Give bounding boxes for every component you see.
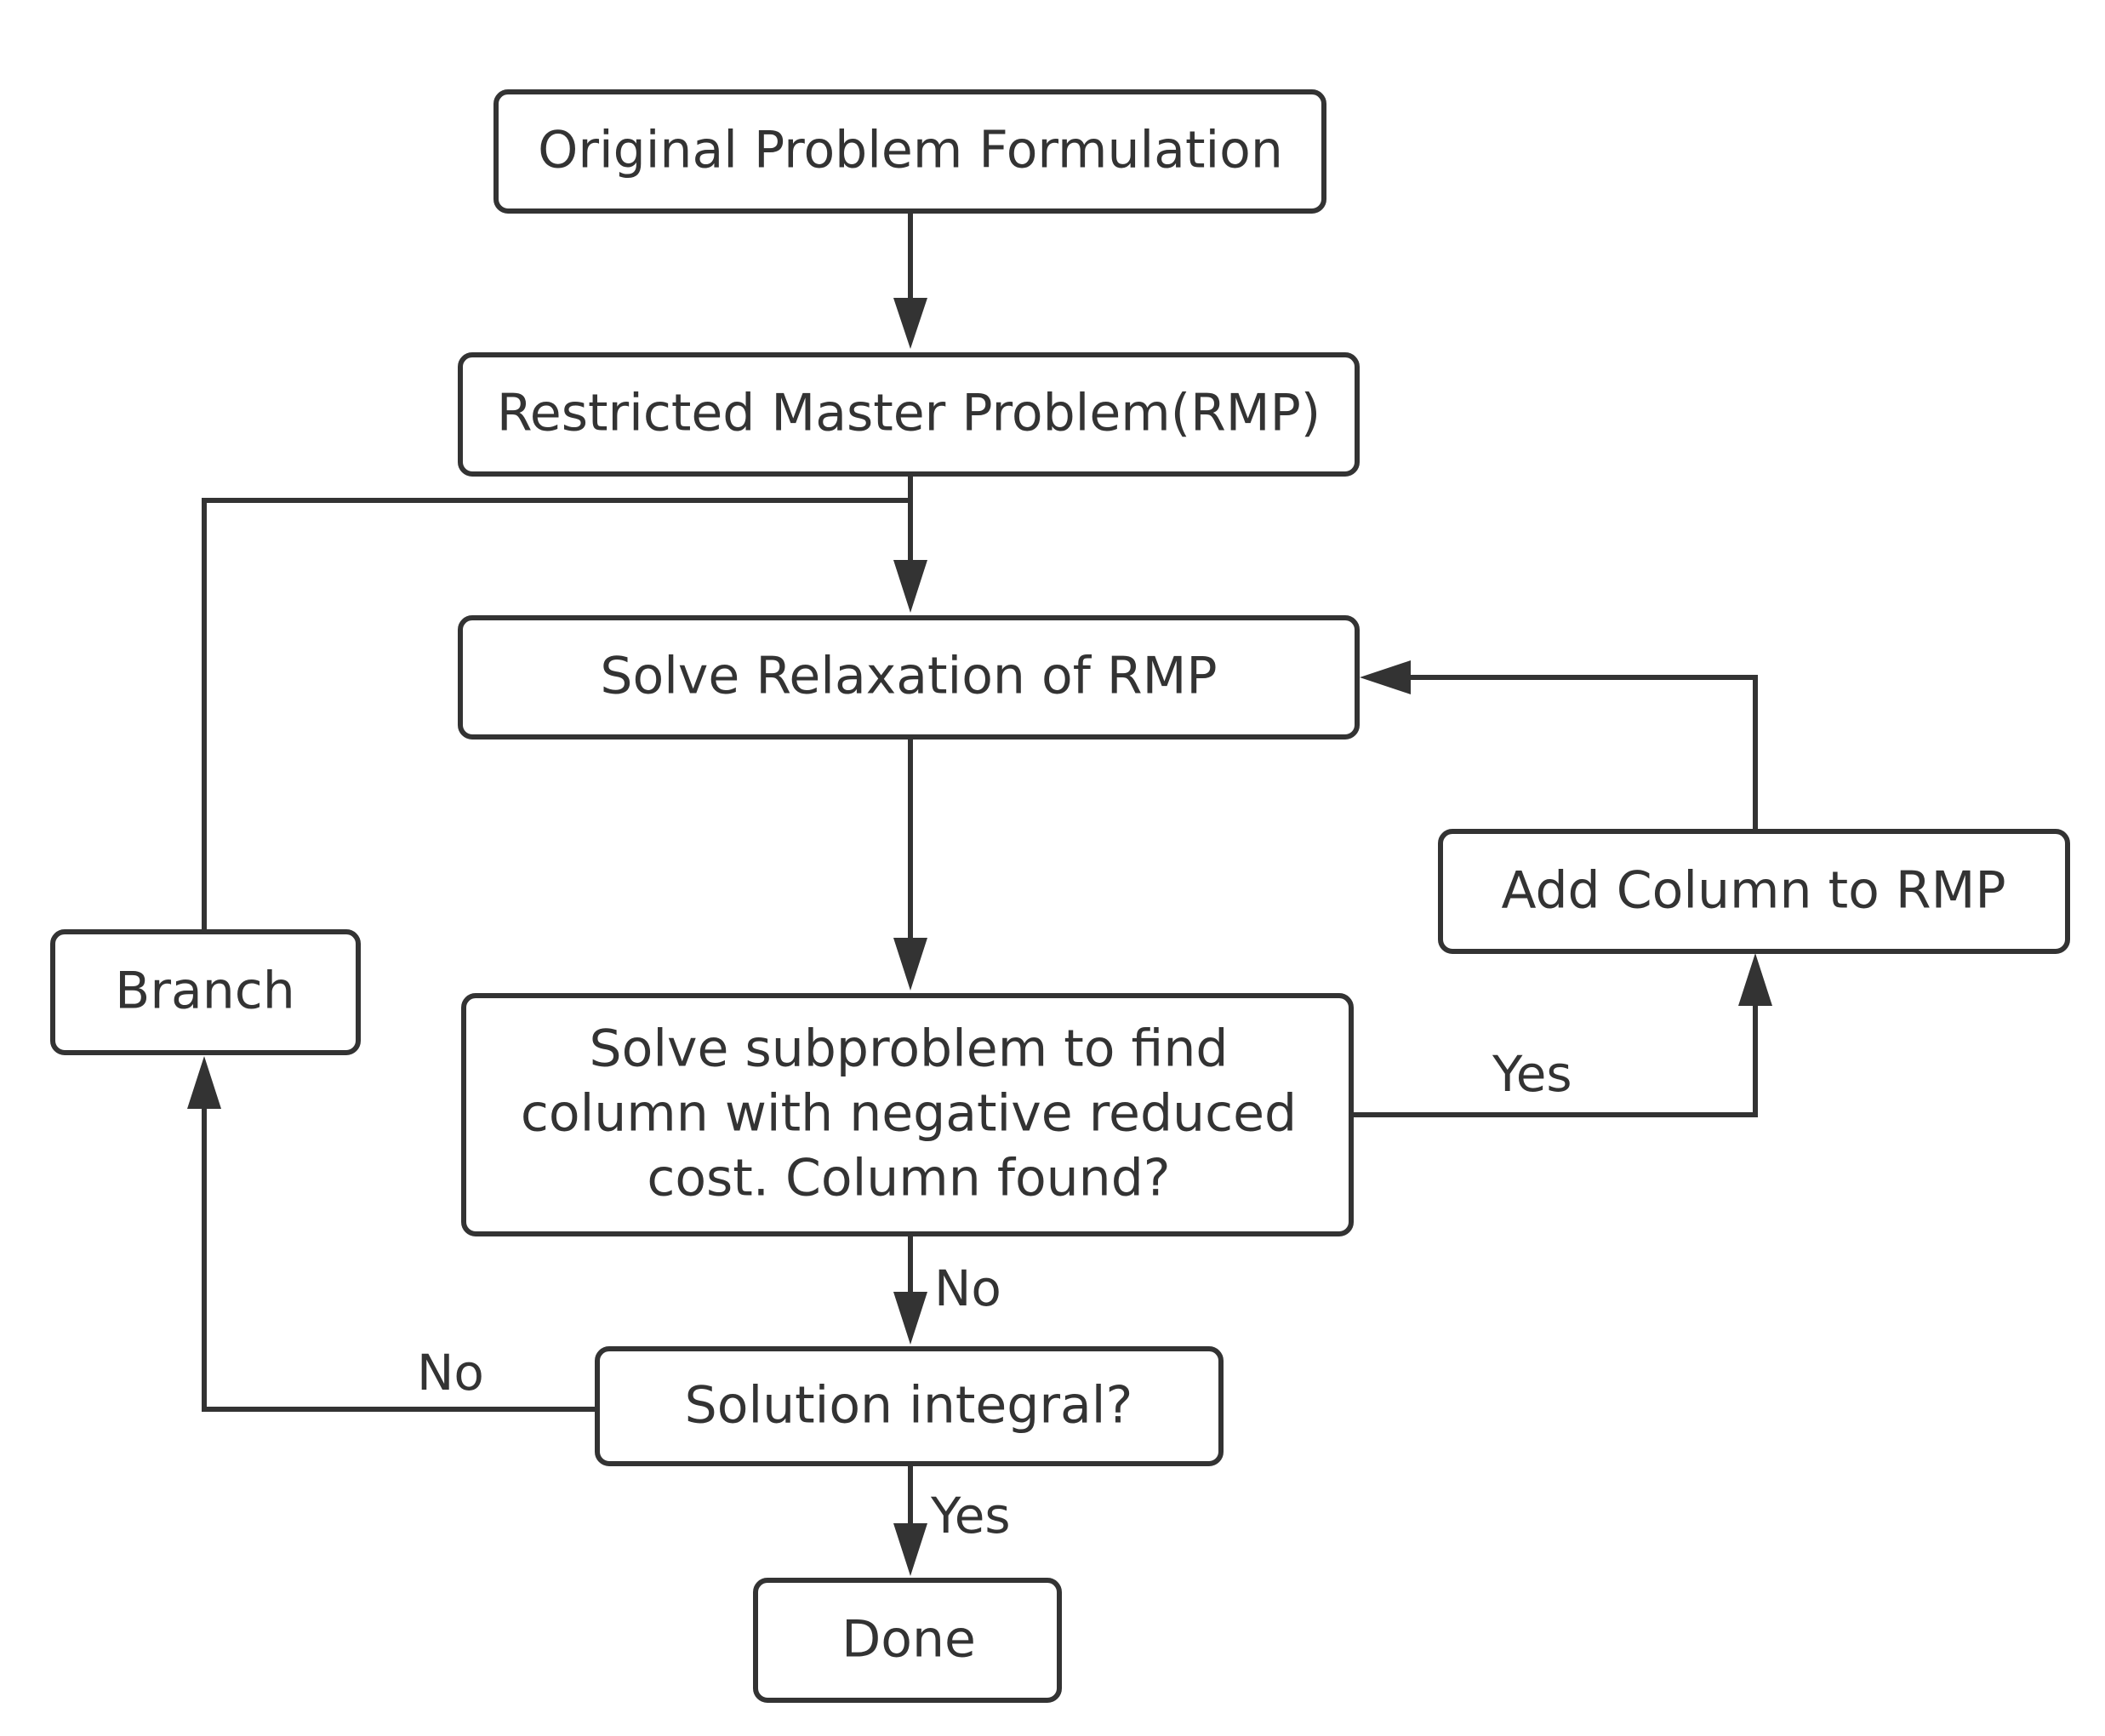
edge-relax-to-subproblem xyxy=(893,736,927,991)
node-label: Branch xyxy=(115,962,295,1021)
edge-integral-to-done: Yes xyxy=(893,1465,1011,1576)
arrowhead-down xyxy=(893,1523,927,1576)
edge-rmp-to-relax xyxy=(893,472,927,613)
edge-original-to-rmp xyxy=(893,213,927,349)
edge-label-no: No xyxy=(417,1344,484,1402)
node-label-line-1: Solve subproblem to find xyxy=(590,1019,1229,1079)
edge-label-yes: Yes xyxy=(1492,1045,1572,1103)
edge-branch-to-relax xyxy=(202,498,910,930)
node-label-line-3: cost. Column found? xyxy=(647,1149,1170,1208)
arrowhead-up xyxy=(187,1056,221,1109)
node-label-line-2: column with negative reduced xyxy=(521,1084,1297,1144)
node-branch: Branch xyxy=(50,929,361,1055)
arrowhead-left xyxy=(1360,660,1411,694)
node-solve-relaxation: Solve Relaxation of RMP xyxy=(458,615,1360,740)
node-done: Done xyxy=(753,1578,1062,1703)
edge-label-no: No xyxy=(934,1259,1001,1317)
edge-label-yes: Yes xyxy=(930,1487,1011,1545)
arrowhead-down xyxy=(893,298,927,349)
arrowhead-up xyxy=(1738,953,1772,1006)
edge-integral-to-branch: No xyxy=(187,1056,596,1412)
arrowhead-down xyxy=(893,938,927,991)
node-label: Add Column to RMP xyxy=(1501,861,2005,921)
node-label: Solution integral? xyxy=(685,1376,1133,1436)
edge-subproblem-to-integral: No xyxy=(893,1236,1001,1345)
node-restricted-master-problem: Restricted Master Problem(RMP) xyxy=(458,352,1360,477)
node-label: Solve Relaxation of RMP xyxy=(600,647,1217,706)
node-label: Original Problem Formulation xyxy=(538,121,1283,180)
arrowhead-down xyxy=(893,1292,927,1345)
node-label: Done xyxy=(841,1610,976,1670)
edge-add-column-to-relax xyxy=(1360,660,1758,830)
node-solution-integral: Solution integral? xyxy=(595,1346,1224,1466)
node-original-problem: Original Problem Formulation xyxy=(493,89,1326,214)
arrowhead-down xyxy=(893,560,927,613)
node-solve-subproblem: Solve subproblem to find column with neg… xyxy=(461,993,1354,1236)
edge-subproblem-to-add-column: Yes xyxy=(1353,953,1772,1117)
node-label: Restricted Master Problem(RMP) xyxy=(497,384,1321,443)
node-add-column: Add Column to RMP xyxy=(1438,829,2070,954)
